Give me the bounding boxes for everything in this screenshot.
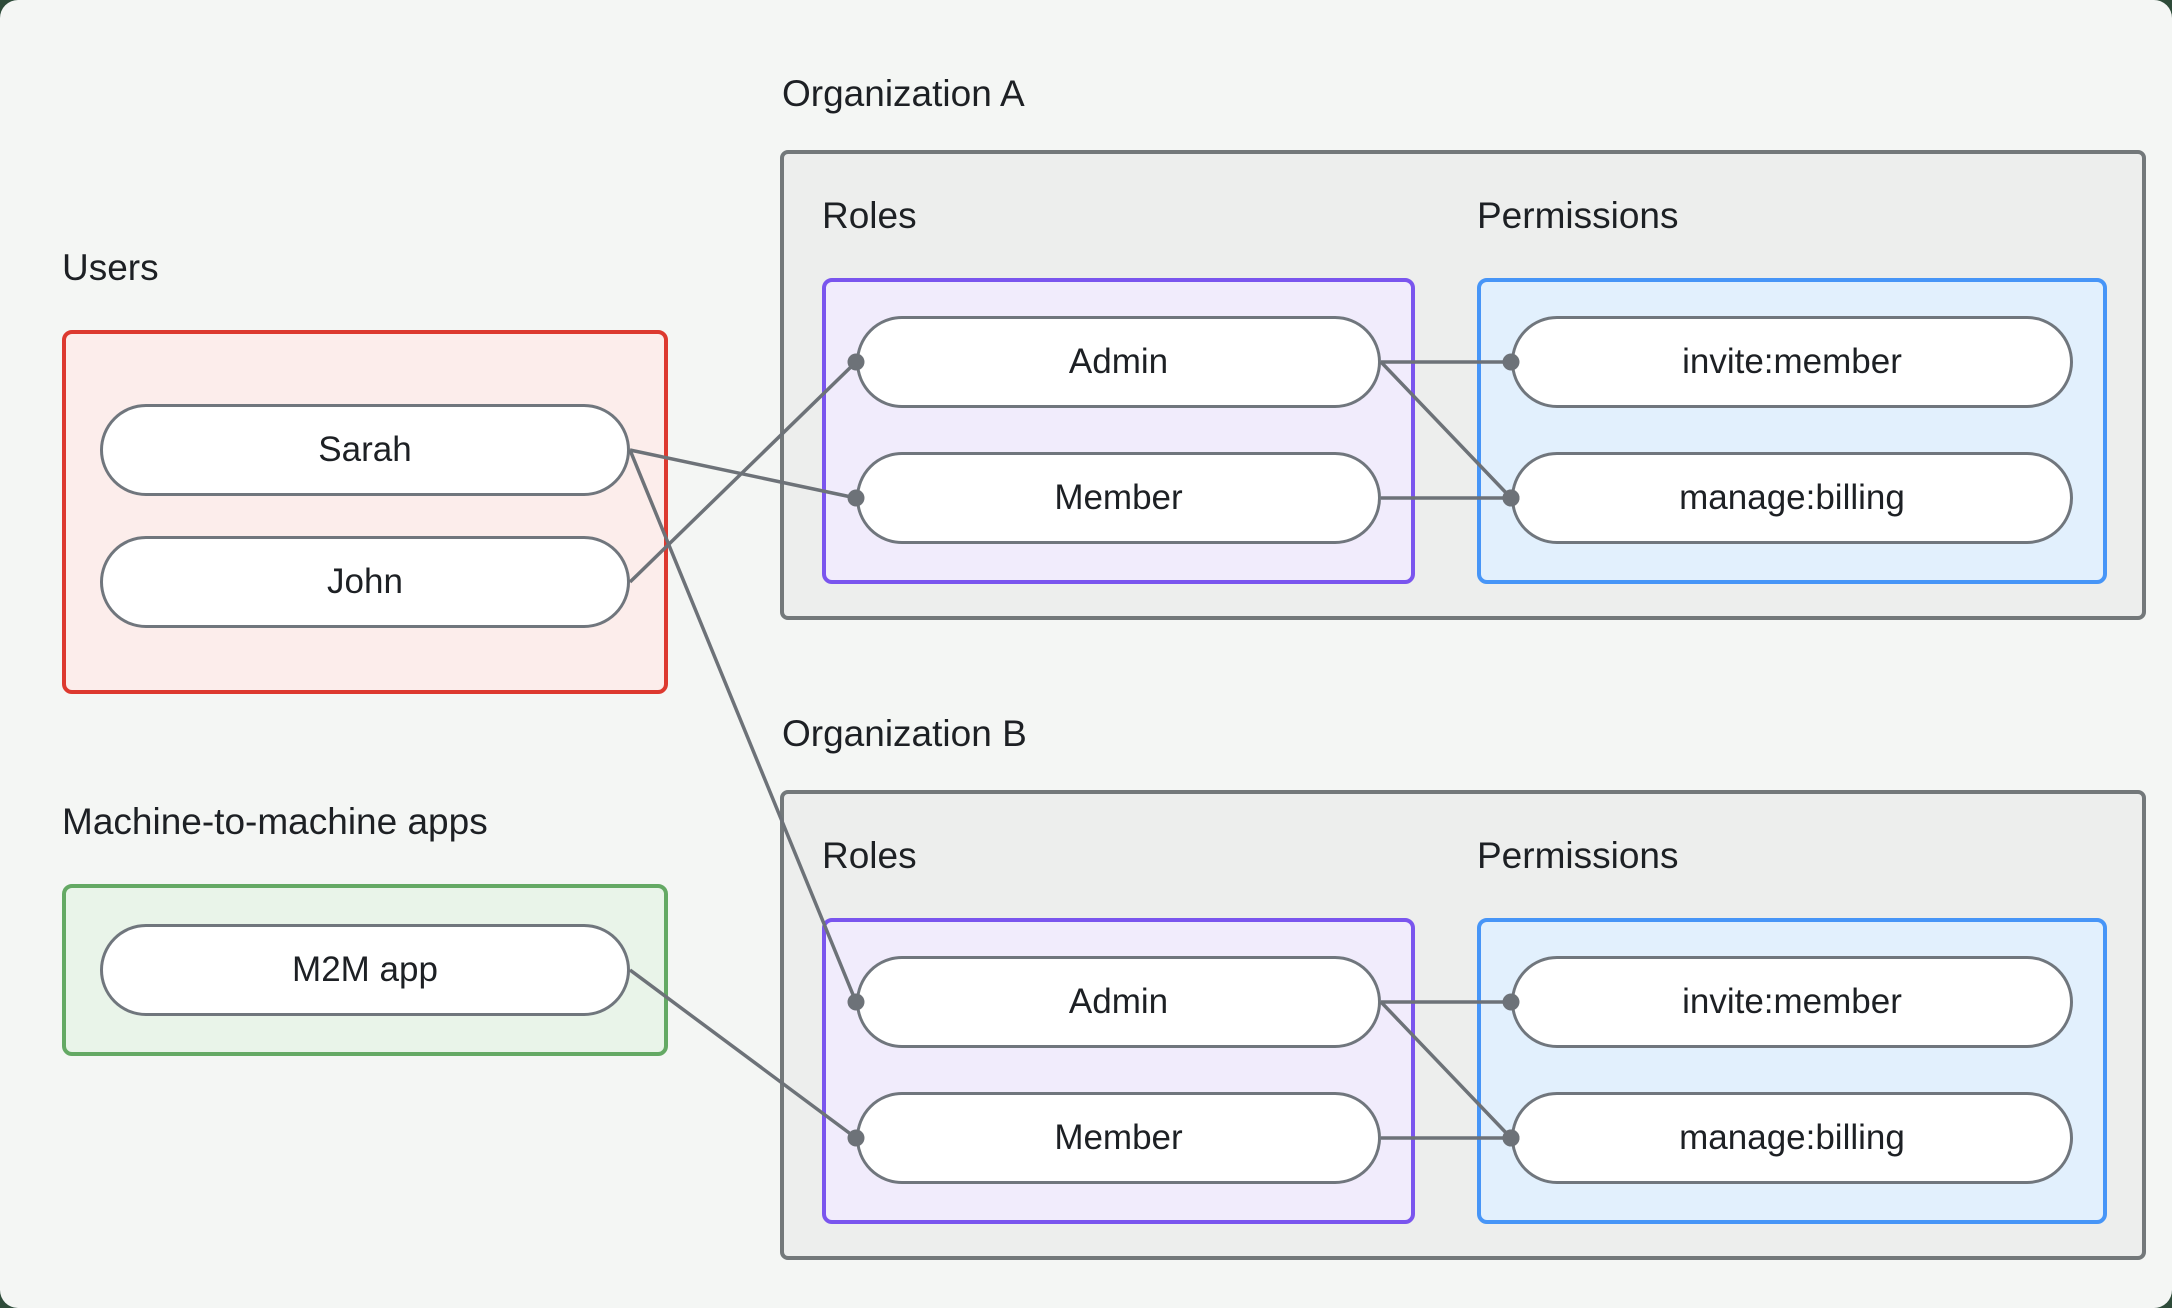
permission-node-orga-invite-member: invite:member: [1511, 316, 2073, 408]
org-b-panel: Roles Admin Member Permissions invite:me…: [780, 790, 2146, 1260]
role-node-orga-admin: Admin: [856, 316, 1381, 408]
role-node-orga-member-label: Member: [1054, 478, 1183, 517]
m2m-node-app-label: M2M app: [292, 950, 438, 989]
org-a-roles-box: Admin Member: [822, 278, 1415, 584]
user-node-john-label: John: [327, 562, 403, 601]
org-b-title: Organization B: [782, 713, 1027, 754]
org-a-panel: Roles Admin Member Permissions invite:me…: [780, 150, 2146, 620]
org-b-permissions-box: invite:member manage:billing: [1477, 918, 2107, 1224]
user-node-sarah-label: Sarah: [318, 430, 412, 469]
role-node-orgb-member-label: Member: [1054, 1118, 1183, 1157]
permission-node-orga-manage-billing-label: manage:billing: [1679, 478, 1905, 517]
permission-node-orga-invite-member-label: invite:member: [1682, 342, 1902, 381]
users-section-label: Users: [62, 247, 159, 288]
role-node-orgb-member: Member: [856, 1092, 1381, 1184]
org-b-roles-label: Roles: [822, 835, 917, 876]
role-node-orga-admin-label: Admin: [1068, 342, 1169, 381]
org-a-permissions-box: invite:member manage:billing: [1477, 278, 2107, 584]
user-node-john: John: [100, 536, 630, 628]
permission-node-orgb-manage-billing: manage:billing: [1511, 1092, 2073, 1184]
org-b-permissions-label: Permissions: [1477, 835, 1679, 876]
role-node-orga-member: Member: [856, 452, 1381, 544]
m2m-node-app: M2M app: [100, 924, 630, 1016]
permission-node-orgb-manage-billing-label: manage:billing: [1679, 1118, 1905, 1157]
m2m-group-box: M2M app: [62, 884, 668, 1056]
m2m-section-label: Machine-to-machine apps: [62, 801, 488, 842]
permission-node-orga-manage-billing: manage:billing: [1511, 452, 2073, 544]
role-node-orgb-admin-label: Admin: [1068, 982, 1169, 1021]
permission-node-orgb-invite-member: invite:member: [1511, 956, 2073, 1048]
role-node-orgb-admin: Admin: [856, 956, 1381, 1048]
org-a-roles-label: Roles: [822, 195, 917, 236]
org-b-roles-box: Admin Member: [822, 918, 1415, 1224]
permission-node-orgb-invite-member-label: invite:member: [1682, 982, 1902, 1021]
org-a-title: Organization A: [782, 73, 1025, 114]
org-a-permissions-label: Permissions: [1477, 195, 1679, 236]
user-node-sarah: Sarah: [100, 404, 630, 496]
users-group-box: Sarah John: [62, 330, 668, 694]
